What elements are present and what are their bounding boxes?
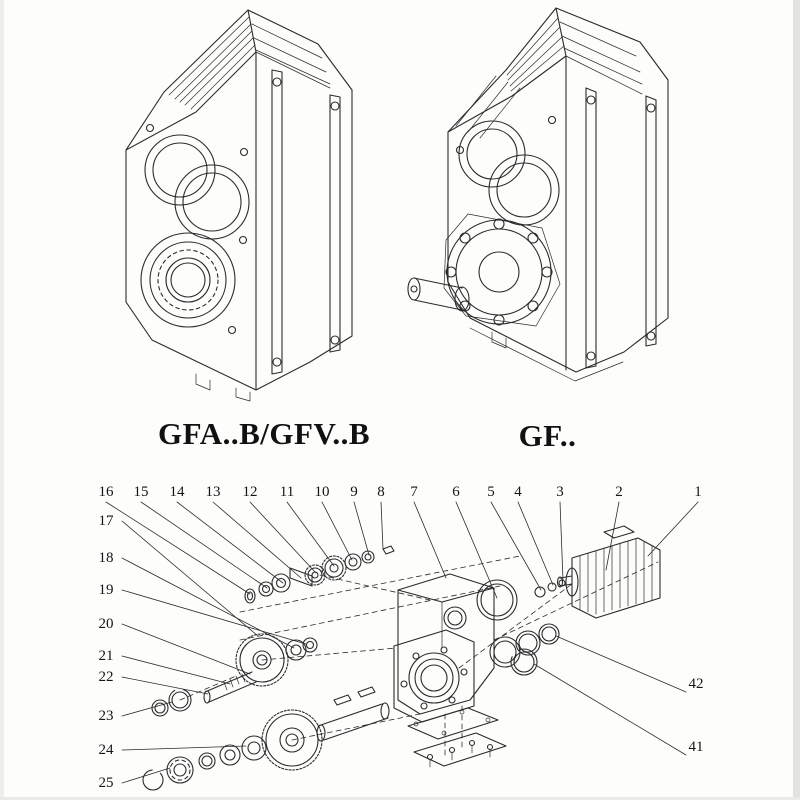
gearbox-gfab-drawing	[125, 9, 353, 402]
part-number-callout: 17	[98, 513, 114, 529]
part-number-callout: 6	[452, 484, 460, 500]
part-number-callout: 7	[410, 484, 418, 500]
part-number-callout: 13	[205, 484, 221, 500]
part-number-callout: 18	[98, 550, 114, 566]
part-number-callout: 4	[514, 484, 522, 500]
part-number-callout: 2	[615, 484, 623, 500]
caption-gfab: GFA..B/GFV..B	[157, 416, 371, 451]
part-number-callout: 5	[487, 484, 495, 500]
part-number-callout: 19	[98, 582, 114, 598]
part-number-callout: 41	[688, 739, 704, 755]
part-number-callout: 8	[377, 484, 385, 500]
exploded-view-drawing	[105, 501, 699, 791]
part-number-callout: 15	[133, 484, 149, 500]
part-number-callout: 10	[314, 484, 330, 500]
part-number-callout: 23	[98, 708, 114, 724]
seals-and-rings	[476, 579, 566, 676]
gasket-and-cover	[407, 707, 507, 768]
housing	[393, 573, 495, 723]
part-number-callout: 12	[242, 484, 258, 500]
part-number-callout: 25	[98, 775, 114, 791]
part-number-callout: 3	[556, 484, 564, 500]
caption-gf: GF..	[518, 418, 577, 453]
callout-leader-lines	[105, 501, 699, 784]
part-number-callout: 16	[98, 484, 114, 500]
intermediate-gear-parts	[151, 633, 318, 717]
page-edge-right	[793, 0, 800, 800]
output-gear-parts	[142, 686, 390, 791]
part-number-callout: 14	[169, 484, 185, 500]
page-edge-left	[0, 0, 4, 800]
page-edge-bottom	[0, 797, 800, 800]
part-number-callout: 20	[98, 616, 114, 632]
motor	[556, 525, 661, 619]
part-number-callout: 42	[688, 676, 704, 692]
part-number-callout: 11	[279, 484, 295, 500]
part-number-callout: 9	[350, 484, 358, 500]
input-shaft-parts	[244, 545, 395, 604]
part-number-callout: 1	[694, 484, 702, 500]
part-number-callout: 22	[98, 669, 114, 685]
part-number-callout: 24	[98, 742, 114, 758]
part-number-callout: 21	[98, 648, 114, 664]
gearbox-gf-drawing	[407, 7, 669, 382]
